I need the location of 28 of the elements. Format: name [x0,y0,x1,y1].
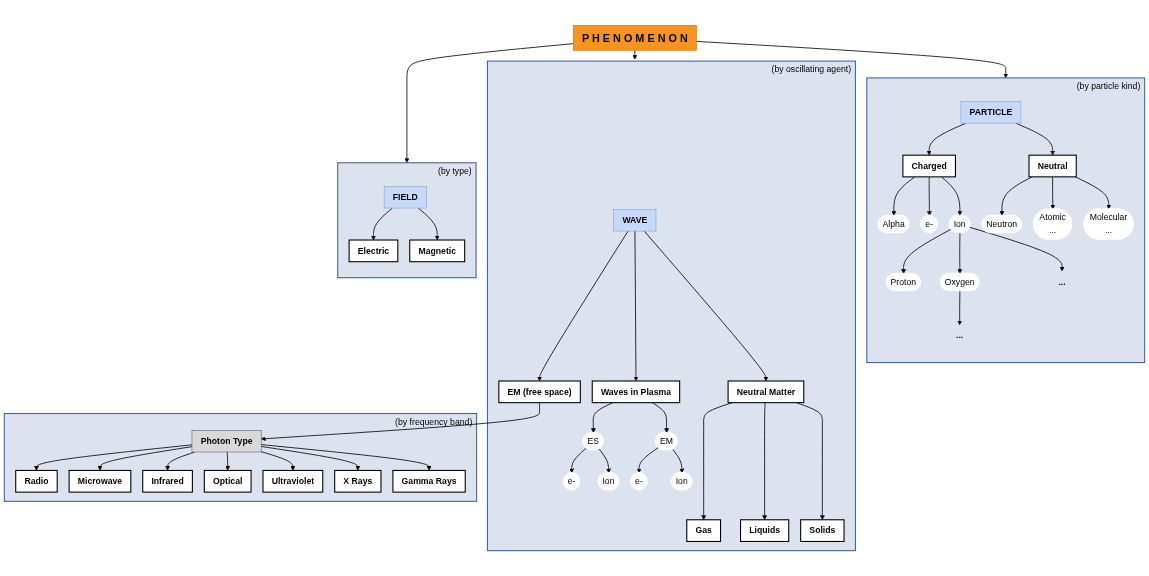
node-box [902,154,956,178]
node-box [498,380,581,404]
node-text: ... [1058,277,1066,287]
node-box [686,519,722,542]
node-box [142,469,193,493]
cluster [3,412,478,502]
node-box [573,25,697,51]
cluster [866,77,1146,364]
cluster [486,60,856,552]
node-box [613,209,657,232]
node-box [203,469,252,493]
node-box [15,469,58,493]
node-box [727,380,805,404]
node-box [68,469,132,493]
node-box [383,186,427,209]
node-box [591,380,681,404]
node-box [409,239,466,263]
node-box [262,469,324,493]
node-box [392,469,466,493]
node-box [191,430,262,453]
node-box [800,519,845,542]
node-box [740,519,790,542]
node-box [348,239,399,263]
node-box [960,101,1022,124]
cluster [337,162,477,279]
node-box [334,469,382,493]
node-box [1028,154,1077,178]
node-text: ... [956,330,964,341]
